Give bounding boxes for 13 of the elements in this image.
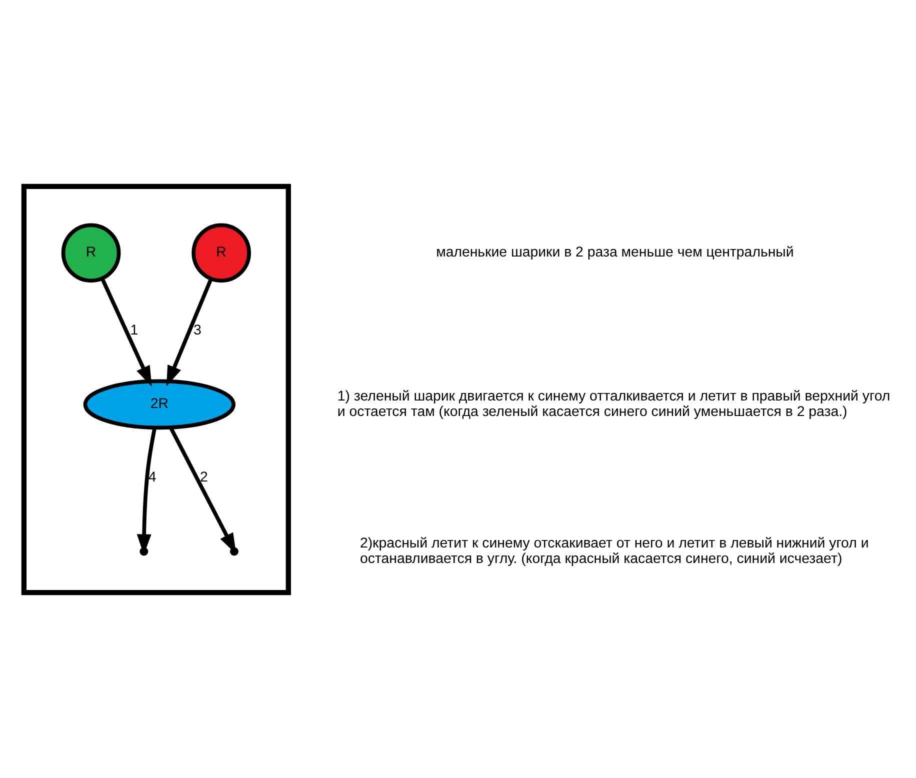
arrow <box>166 278 213 386</box>
node-circle: R <box>61 222 121 282</box>
node-circle: R <box>192 222 251 282</box>
edge-label: 3 <box>194 322 202 338</box>
node-ellipse: 2R <box>83 378 236 430</box>
edge-label: 1 <box>130 322 138 338</box>
cluster <box>21 183 291 595</box>
label: 2)красный летит к синему отскакивает от него и летит в левый нижний угол и останавливается в углу. (когда красный касается синего, синий исчезает) <box>360 534 869 566</box>
label: 1) зеленый шарик двигается к синему отталкивается и летит в правый верхний угол и остается там (когда зеленый касается синего синий уменьшается в 2 раза.) <box>337 388 890 420</box>
arrow <box>100 277 152 386</box>
edge-label: 4 <box>148 469 156 486</box>
label: маленькие шарики в 2 раза меньше чем центральный <box>436 244 794 260</box>
edge-label: 2 <box>200 469 208 486</box>
